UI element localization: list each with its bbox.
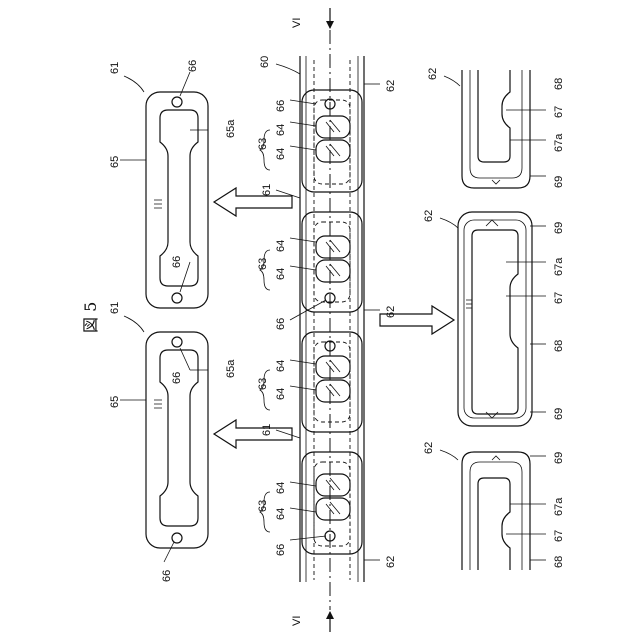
arrow-to-left-bottom: [214, 420, 292, 448]
label-66-e: 66: [171, 256, 183, 268]
label-64-b: 64: [275, 148, 287, 160]
label-63-a: 63: [257, 138, 269, 150]
label-64-g: 64: [275, 482, 287, 494]
label-61-b: 61: [261, 424, 273, 436]
label-68-b: 68: [553, 340, 565, 352]
label-64-e: 64: [275, 360, 287, 372]
left-panel-bottom: [146, 332, 208, 548]
label-63-c: 63: [257, 378, 269, 390]
label-66-f: 66: [171, 372, 183, 384]
label-64-a: 64: [275, 124, 287, 136]
strip-unit-1: [302, 90, 362, 192]
label-67a-b: 67a: [553, 257, 565, 276]
strip-unit-4: [302, 452, 362, 554]
label-65-a: 65: [109, 156, 121, 168]
label-62-b: 62: [385, 306, 397, 318]
label-63-b: 63: [257, 258, 269, 270]
label-61-c: 61: [109, 62, 121, 74]
label-62-e: 62: [423, 210, 435, 222]
section-label-bottom: VI: [291, 616, 303, 626]
left-panel-top: [146, 92, 208, 308]
label-65a-b: 65a: [225, 359, 237, 378]
label-62-f: 62: [423, 442, 435, 454]
label-60: 60: [259, 56, 271, 68]
strip-unit-2: [302, 212, 362, 312]
label-67-b: 67: [553, 292, 565, 304]
section-marker-bottom: VI: [291, 611, 334, 632]
right-panel-top: [462, 70, 530, 188]
label-62-d: 62: [427, 68, 439, 80]
section-label-top: VI: [291, 18, 303, 28]
figure-title: 図 5: [81, 302, 100, 333]
label-67a-a: 67a: [553, 133, 565, 152]
label-66-g: 66: [161, 570, 173, 582]
leader-lines: [120, 64, 546, 562]
arrow-to-left-top: [214, 188, 292, 216]
section-marker-top: VI: [291, 8, 334, 29]
label-65-b: 65: [109, 396, 121, 408]
label-65a-a: 65a: [225, 119, 237, 138]
label-67a-c: 67a: [553, 497, 565, 516]
label-66-b: 66: [275, 318, 287, 330]
label-62-c: 62: [385, 556, 397, 568]
label-66-c: 66: [275, 544, 287, 556]
right-panel-middle: [458, 212, 532, 426]
center-strip-60: [300, 56, 364, 582]
strip-unit-3: [302, 332, 362, 432]
right-panel-bottom: [462, 452, 530, 570]
reference-labels: 60 62 62 62 66 64 63 64 61 64 63 64 66 6…: [109, 56, 565, 582]
label-68-c: 68: [553, 556, 565, 568]
label-67-c: 67: [553, 530, 565, 542]
label-69-a: 69: [553, 176, 565, 188]
label-64-f: 64: [275, 388, 287, 400]
label-66-d: 66: [187, 60, 199, 72]
label-64-d: 64: [275, 268, 287, 280]
label-67-a: 67: [553, 106, 565, 118]
label-68-a: 68: [553, 78, 565, 90]
label-69-d: 69: [553, 452, 565, 464]
label-64-h: 64: [275, 508, 287, 520]
label-64-c: 64: [275, 240, 287, 252]
label-69-c: 69: [553, 408, 565, 420]
label-61-a: 61: [261, 184, 273, 196]
label-69-b: 69: [553, 222, 565, 234]
label-63-d: 63: [257, 500, 269, 512]
label-66-a: 66: [275, 100, 287, 112]
label-62-a: 62: [385, 80, 397, 92]
label-61-d: 61: [109, 302, 121, 314]
